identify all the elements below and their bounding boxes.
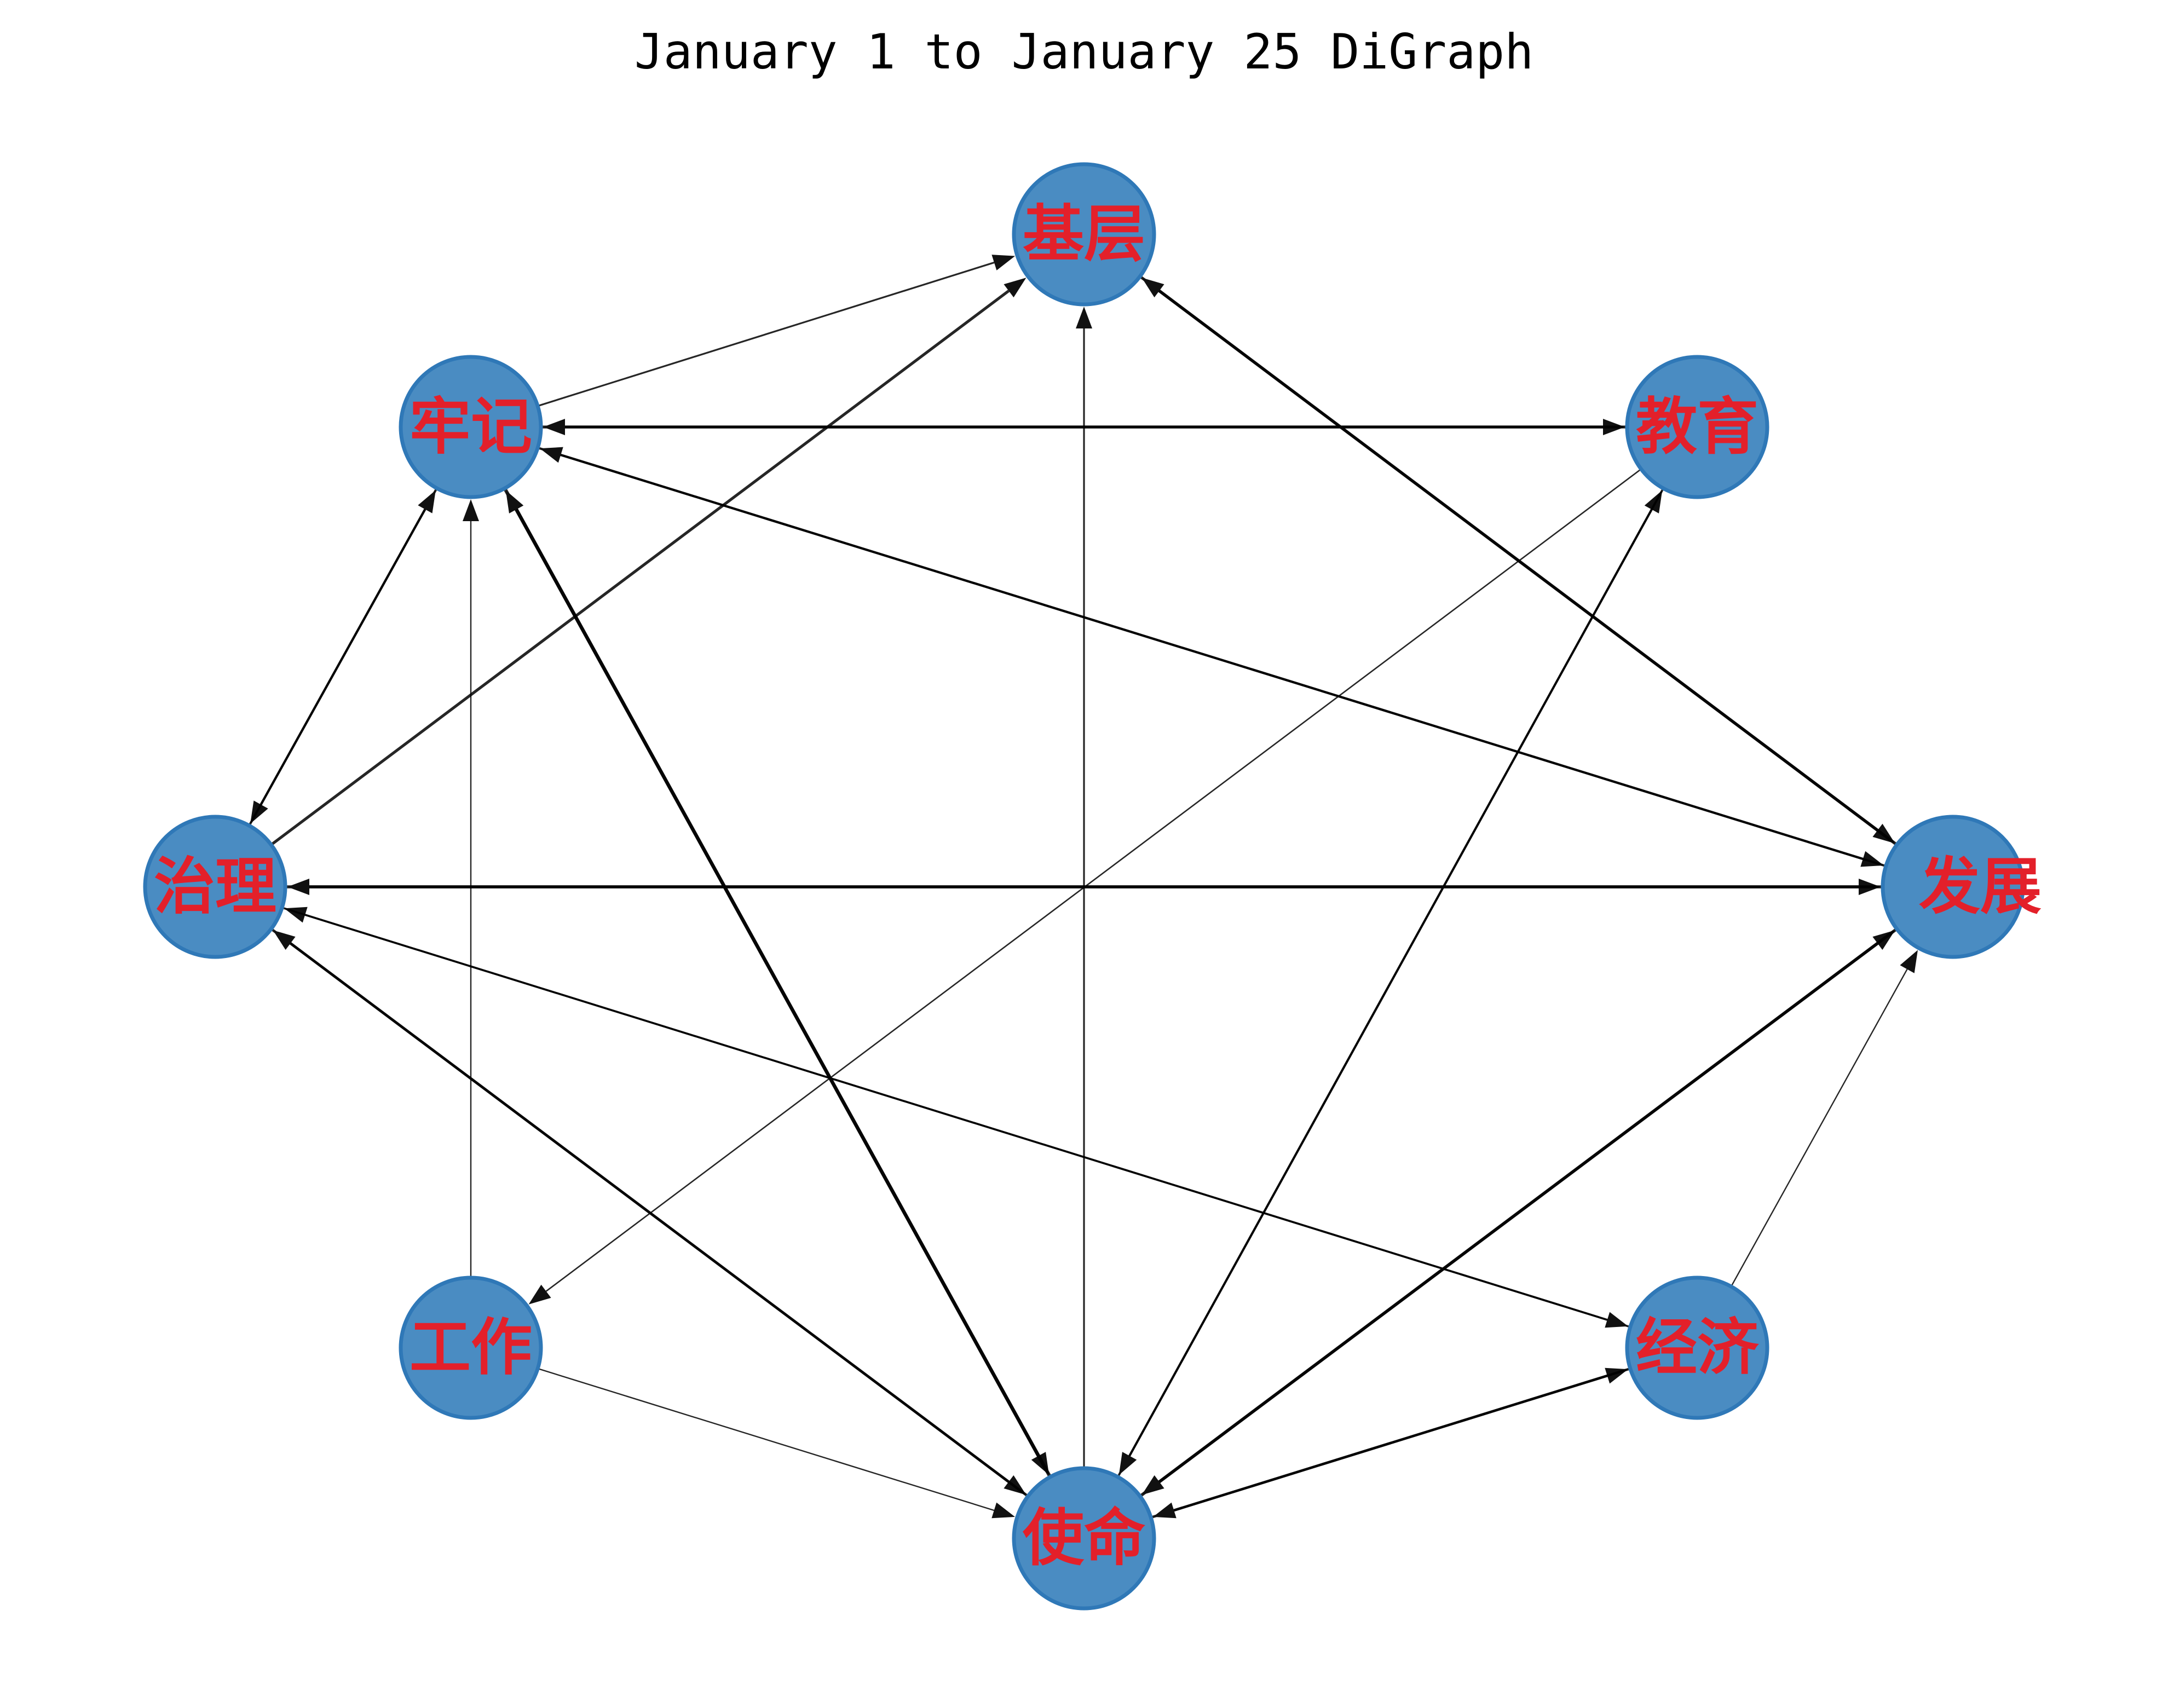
edge-line bbox=[214, 509, 426, 888]
arrowhead-icon bbox=[1076, 307, 1092, 328]
arrowhead-icon bbox=[287, 879, 309, 895]
node-gongzuo: 工作 bbox=[399, 1276, 543, 1420]
edge-jiaoyu-to-laoji bbox=[543, 419, 1697, 435]
arrowhead-icon bbox=[1004, 278, 1027, 298]
edge-zhili-to-jiceng bbox=[214, 278, 1027, 888]
edge-line bbox=[290, 942, 1085, 1539]
arrowhead-icon bbox=[1141, 278, 1164, 298]
node-circle bbox=[399, 1276, 543, 1420]
edge-line bbox=[470, 1347, 995, 1511]
node-label: 发展 bbox=[1919, 851, 2042, 922]
edge-jiaoyu-to-gongzuo bbox=[528, 426, 1698, 1305]
arrowhead-icon bbox=[1900, 950, 1918, 973]
node-jingji: 经济 bbox=[1625, 1276, 1769, 1420]
edge-jingji-to-shiming bbox=[1153, 1346, 1698, 1519]
node-label: 使命 bbox=[1023, 1503, 1145, 1574]
arrowhead-icon bbox=[1118, 1452, 1137, 1475]
edge-zhili-to-jingji bbox=[215, 886, 1628, 1328]
edge-laoji-to-jiceng bbox=[470, 255, 1016, 428]
edge-line bbox=[215, 886, 1608, 1321]
edge-line bbox=[515, 509, 1086, 1539]
edge-fazhan-to-zhili bbox=[287, 879, 1953, 895]
edge-zhili-to-laoji bbox=[214, 490, 436, 888]
node-laoji: 牢记 bbox=[399, 355, 543, 499]
node-label: 经济 bbox=[1636, 1312, 1759, 1383]
arrowhead-icon bbox=[1605, 1312, 1628, 1328]
edge-jiaoyu-to-shiming bbox=[1118, 426, 1698, 1475]
node-circle bbox=[1625, 1276, 1769, 1420]
node-circle bbox=[1012, 1466, 1156, 1611]
edge-line bbox=[470, 262, 995, 428]
arrowhead-icon bbox=[528, 1284, 551, 1305]
node-shiming: 使命 bbox=[1012, 1466, 1156, 1611]
node-zhili: 治理 bbox=[143, 815, 287, 959]
edge-line bbox=[1158, 885, 1954, 1484]
node-label: 基层 bbox=[1023, 199, 1145, 270]
edge-fazhan-to-shiming bbox=[1141, 885, 1954, 1495]
edge-shiming-to-zhili bbox=[273, 930, 1085, 1539]
graph-title: January 1 to January 25 DiGraph bbox=[635, 24, 1533, 80]
arrowhead-icon bbox=[463, 499, 479, 521]
edge-line bbox=[1173, 1346, 1698, 1512]
node-label: 牢记 bbox=[410, 391, 532, 463]
arrowhead-icon bbox=[505, 490, 524, 513]
node-circle bbox=[1881, 815, 2025, 959]
node-circle bbox=[1625, 355, 1769, 499]
node-fazhan: 发展 bbox=[1881, 815, 2042, 959]
edge-gongzuo-to-shiming bbox=[470, 1347, 1015, 1519]
arrowhead-icon bbox=[991, 1502, 1015, 1519]
edge-fazhan-to-jiceng bbox=[1141, 278, 1954, 888]
arrowhead-icon bbox=[540, 447, 563, 463]
arrowhead-icon bbox=[1153, 1502, 1177, 1519]
edge-line bbox=[545, 426, 1698, 1292]
arrowhead-icon bbox=[991, 255, 1016, 270]
node-circle bbox=[1012, 162, 1156, 307]
edge-gongzuo-to-laoji bbox=[463, 499, 479, 1348]
edge-jingji-to-fazhan bbox=[1696, 950, 1918, 1348]
edge-line bbox=[560, 453, 1953, 888]
node-jiaoyu: 教育 bbox=[1625, 355, 1769, 499]
node-circle bbox=[399, 355, 543, 499]
node-jiceng: 基层 bbox=[1012, 162, 1156, 307]
edge-shiming-to-jiceng bbox=[1076, 307, 1092, 1538]
edges-layer bbox=[214, 233, 1954, 1540]
arrowhead-icon bbox=[418, 490, 436, 513]
node-label: 工作 bbox=[410, 1312, 532, 1383]
node-label: 治理 bbox=[154, 851, 276, 922]
edge-shiming-to-laoji bbox=[505, 490, 1086, 1539]
arrowhead-icon bbox=[543, 419, 565, 435]
node-circle bbox=[143, 815, 287, 959]
edge-line bbox=[1158, 290, 1954, 888]
arrowhead-icon bbox=[1141, 1475, 1164, 1495]
edge-line bbox=[1696, 968, 1908, 1348]
edge-line bbox=[214, 290, 1010, 888]
edge-fazhan-to-laoji bbox=[540, 447, 1953, 888]
edge-line bbox=[1128, 426, 1698, 1457]
node-label: 教育 bbox=[1636, 391, 1758, 463]
arrowhead-icon bbox=[273, 930, 296, 950]
